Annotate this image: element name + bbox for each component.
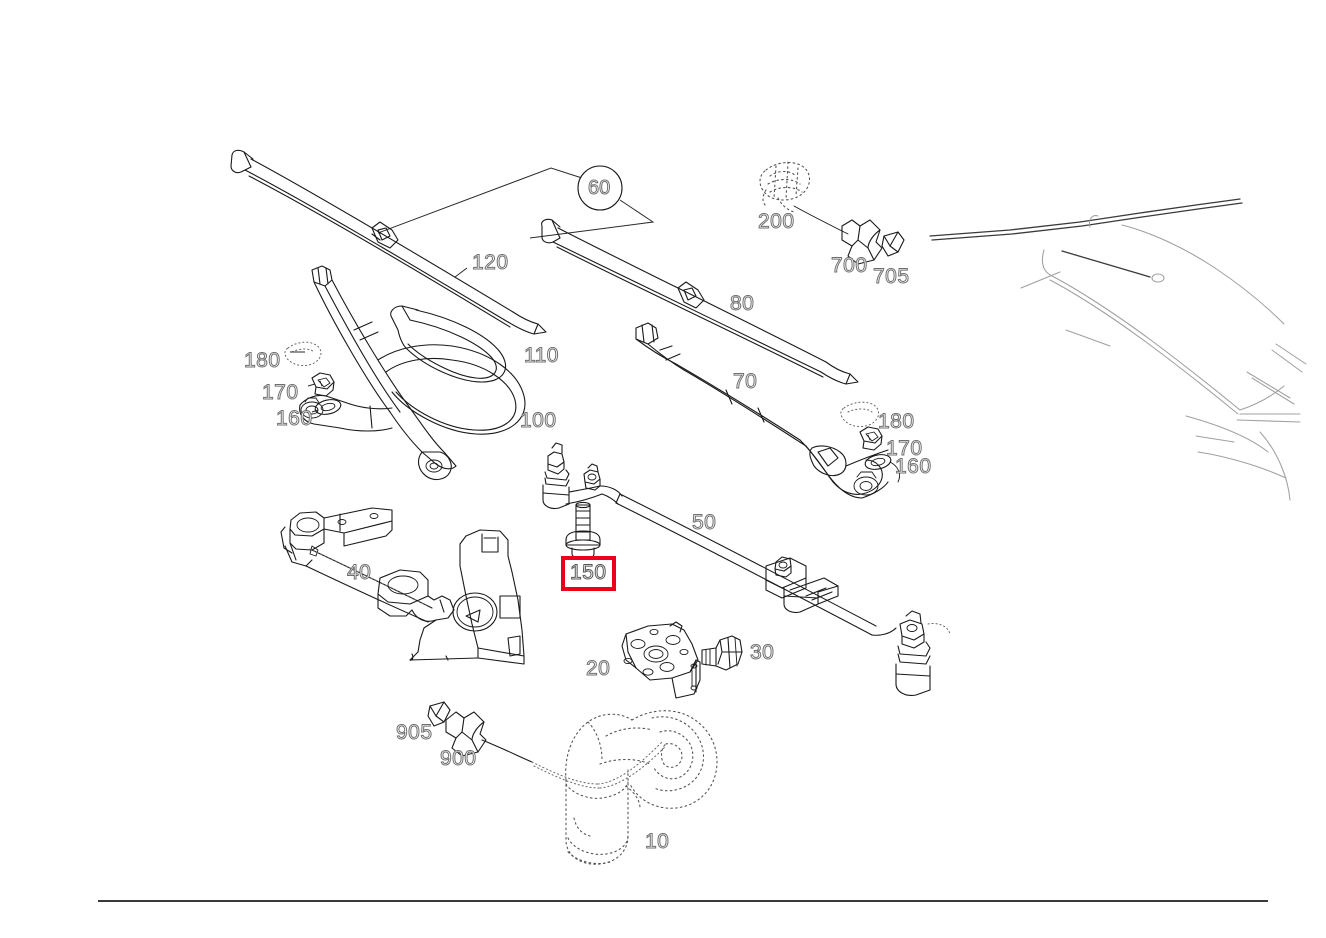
part-150-stud-screw xyxy=(565,501,601,560)
part-label-110: 110 xyxy=(524,344,559,367)
part-label-20: 20 xyxy=(585,657,611,680)
part-label-40: 40 xyxy=(346,561,372,584)
callout-60-circle xyxy=(577,165,623,211)
part-label-120: 120 xyxy=(472,251,509,274)
part-label-180-right: 180 xyxy=(878,410,915,433)
vehicle-outline xyxy=(929,198,1307,501)
part-120-wiper-blade xyxy=(230,149,547,335)
part-50-linkage-assembly xyxy=(542,442,951,696)
part-label-200: 200 xyxy=(758,210,795,233)
part-70-wiper-arm xyxy=(635,322,889,499)
part-label-150-highlighted[interactable]: 150 xyxy=(561,556,616,591)
part-200-wiring-harness-phantom xyxy=(759,161,811,213)
part-label-30: 30 xyxy=(749,641,775,664)
callout-60-leaders xyxy=(377,167,655,239)
part-110-blade-rubber xyxy=(390,305,506,383)
part-label-100: 100 xyxy=(520,409,557,432)
parts-900-905-connector xyxy=(427,701,667,789)
part-label-160-left: 160 xyxy=(276,407,313,430)
part-label-700: 700 xyxy=(831,254,868,277)
part-10-wiper-motor-phantom xyxy=(565,710,718,865)
parts-180-170-160-left xyxy=(284,341,342,415)
footer-divider xyxy=(98,900,1268,902)
part-20-motor-bracket xyxy=(621,621,701,699)
part-40-mounting-frame xyxy=(280,507,525,665)
part-label-10: 10 xyxy=(644,830,670,853)
part-30-bolt xyxy=(701,635,743,671)
part-label-160-right: 160 xyxy=(895,455,932,478)
part-label-180-left: 180 xyxy=(244,349,281,372)
callout-label-60: 60 xyxy=(587,177,611,200)
parts-700-705-connector xyxy=(793,205,905,265)
part-label-50: 50 xyxy=(691,511,717,534)
part-label-80: 80 xyxy=(729,292,755,315)
part-80-wiper-blade xyxy=(541,218,859,385)
part-label-905: 905 xyxy=(396,721,433,744)
part-label-170-right: 170 xyxy=(886,437,923,460)
part-label-900: 900 xyxy=(440,747,477,770)
label-leaders xyxy=(290,267,468,413)
part-100-wiper-arm xyxy=(299,265,526,481)
part-label-170-left: 170 xyxy=(262,381,299,404)
parts-180-170-160-right xyxy=(840,401,901,483)
part-label-705: 705 xyxy=(873,265,910,288)
part-label-70: 70 xyxy=(732,370,758,393)
